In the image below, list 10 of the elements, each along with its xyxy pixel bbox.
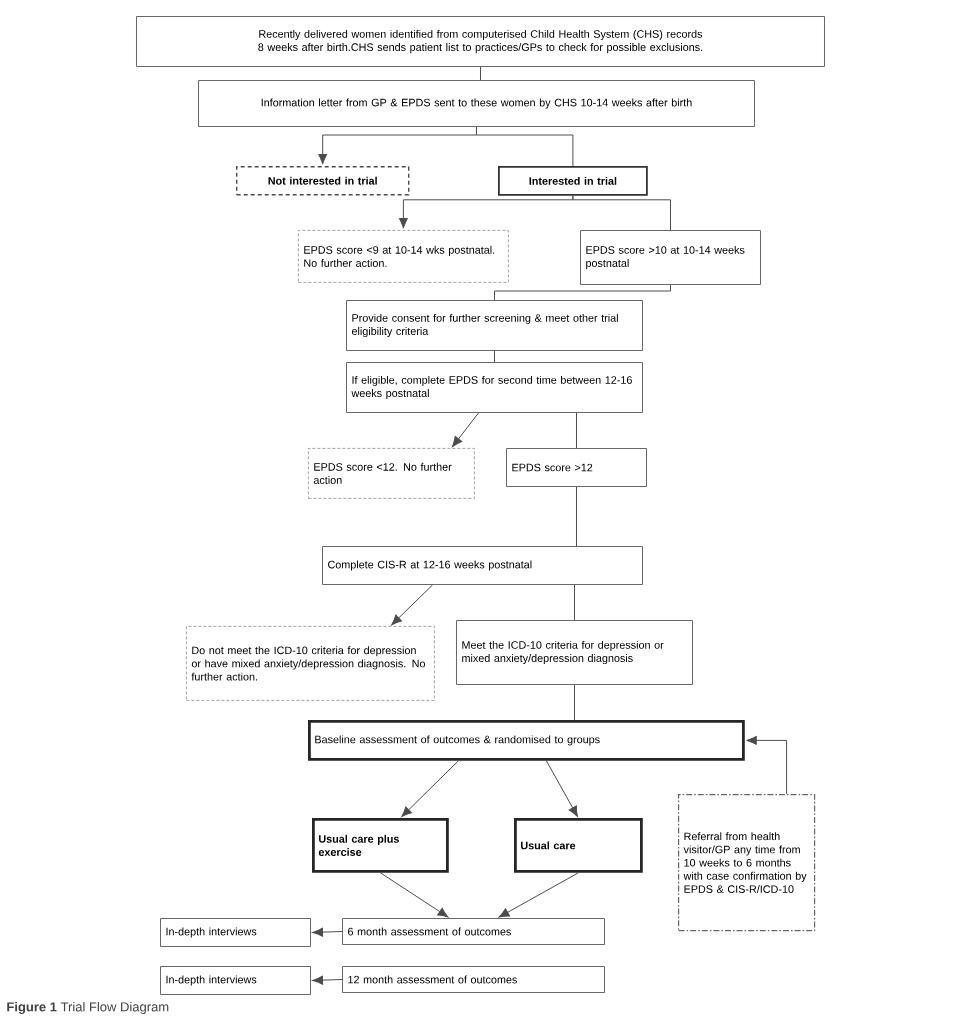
arrow: [391, 584, 433, 626]
arrow: [401, 760, 459, 818]
arrow: [312, 975, 343, 985]
arrow: [746, 735, 788, 795]
arrow: [498, 872, 579, 918]
arrow: [379, 872, 449, 918]
arrow: [452, 412, 479, 448]
arrow: [312, 927, 343, 937]
arrow: [398, 195, 574, 229]
arrow: [545, 760, 578, 817]
